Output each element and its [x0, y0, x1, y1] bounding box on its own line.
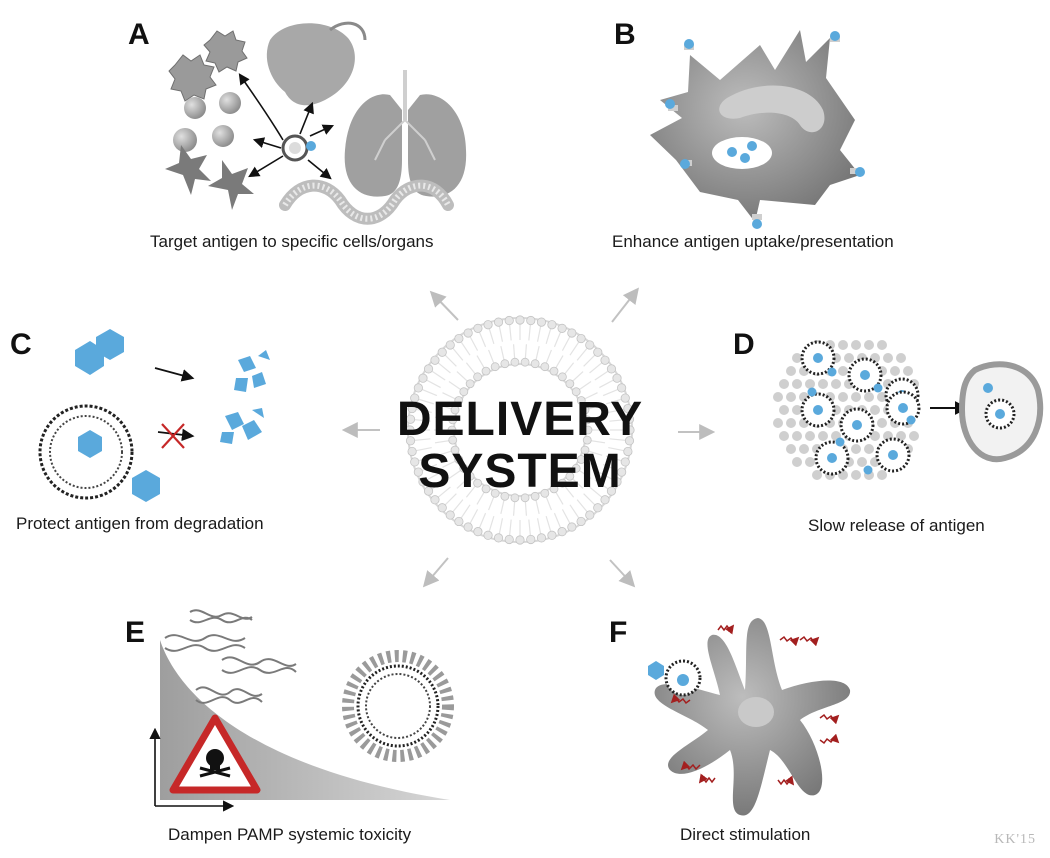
- panel-d-letter: D: [733, 328, 755, 361]
- nucleus-icon: [719, 85, 825, 133]
- depot-liposome-icon: [875, 437, 911, 473]
- panel-b-caption: Enhance antigen uptake/presentation: [612, 232, 894, 251]
- dendritic-cell-icon: [165, 145, 211, 195]
- activated-cell-icon: [168, 54, 217, 102]
- lymphocyte-icon: [173, 128, 197, 152]
- panel-f-letter: F: [609, 616, 627, 649]
- lung-icon: [344, 70, 467, 197]
- center-title-line1: DELIVERY: [396, 393, 644, 446]
- center-title-line2: SYSTEM: [418, 445, 622, 498]
- depot-liposome-icon: [800, 392, 836, 428]
- depot-liposome-icon: [814, 440, 850, 476]
- panel-b-letter: B: [614, 18, 636, 51]
- lymphocyte-icon: [184, 97, 206, 119]
- depot-liposome-icon: [847, 357, 883, 393]
- panel-b-illustration: [650, 30, 865, 229]
- artist-signature: KK'15: [994, 832, 1036, 847]
- panel-d-caption: Slow release of antigen: [808, 516, 985, 535]
- lymphocyte-icon: [219, 92, 241, 114]
- panel-f-caption: Direct stimulation: [680, 825, 811, 844]
- nucleus-icon: [738, 697, 774, 727]
- dendritic-cell-icon: [208, 160, 254, 210]
- phagosome-icon: [712, 137, 772, 169]
- liposome-icon: [342, 650, 454, 762]
- antigen-icon: [96, 329, 124, 360]
- activated-cell-icon: [203, 30, 248, 73]
- arrow-to-A: [429, 290, 459, 321]
- panel-e-letter: E: [125, 616, 145, 649]
- panel-e-illustration: [149, 609, 454, 812]
- arrow-to-F: [609, 559, 636, 588]
- central-liposome: [405, 315, 635, 545]
- warning-skull-icon: [169, 714, 261, 794]
- lymphocyte-icon: [212, 125, 234, 147]
- stimulation-signals: [670, 624, 840, 786]
- panel-c-caption: Protect antigen from degradation: [16, 514, 264, 533]
- arrow-to-E: [422, 557, 449, 588]
- panel-a-caption: Target antigen to specific cells/organs: [150, 232, 434, 251]
- antigen-icon: [306, 141, 316, 151]
- panel-d-illustration: [773, 340, 1044, 480]
- blocked-x-icon: [161, 423, 185, 449]
- liver-icon: [266, 23, 355, 106]
- panel-f-illustration: [648, 618, 851, 816]
- depot-liposome-icon: [800, 340, 836, 376]
- center-arrows: [341, 287, 716, 588]
- panel-a-letter: A: [128, 18, 150, 51]
- surface-receptors: [665, 31, 865, 229]
- panel-c-illustration: [38, 329, 270, 502]
- arrow-to-B: [611, 287, 639, 323]
- dna-icon: [164, 609, 297, 704]
- panel-c-letter: C: [10, 328, 32, 361]
- degraded-antigen-fragments: [220, 350, 270, 444]
- panel-e-caption: Dampen PAMP systemic toxicity: [168, 825, 412, 844]
- depot-liposome-icon: [839, 407, 875, 443]
- panel-a-illustration: [165, 21, 467, 225]
- macrophage-icon: [650, 30, 860, 222]
